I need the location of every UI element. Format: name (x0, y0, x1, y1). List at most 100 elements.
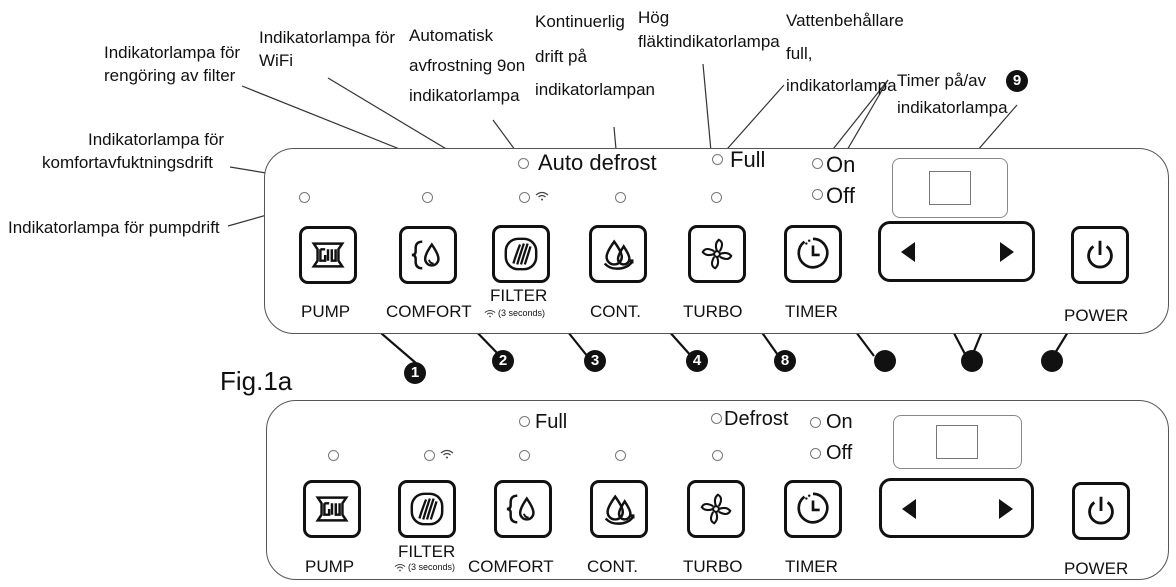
label-auto-defrost: Auto defrost (538, 150, 657, 175)
marker-8: 8 (774, 350, 796, 372)
annotation-wifi-lamp-2: WiFi (259, 51, 293, 70)
label2-filter: FILTER (398, 542, 456, 561)
label-power: POWER (1064, 306, 1129, 325)
annotation-defrost-lamp-1: Automatisk (409, 26, 494, 45)
arrow-left-icon[interactable] (899, 241, 917, 263)
comfort-icon (409, 236, 447, 274)
annotation-wifi-lamp-1: Indikatorlampa för (259, 28, 396, 47)
wifi-small-icon-2 (394, 563, 406, 572)
annotation-cont-lamp-3: indikatorlampan (535, 80, 656, 99)
label2-power: POWER (1064, 559, 1129, 578)
marker-dot-1 (874, 350, 896, 372)
arrow-left-icon[interactable] (900, 498, 918, 520)
annotation-timer-lamp-2: indikatorlampa (897, 98, 1008, 117)
lamp2-defrost (711, 413, 722, 424)
annotation-defrost-lamp-2: avfrostning 9on (409, 56, 526, 75)
marker-9-top: 9 (1006, 70, 1028, 92)
marker-3: 3 (584, 350, 606, 372)
arrow-buttons-2[interactable] (879, 478, 1034, 538)
label2-cont: CONT. (587, 557, 638, 576)
wifi-icon (535, 191, 549, 201)
label-filter: FILTER (490, 286, 548, 305)
label-turbo: TURBO (683, 302, 743, 321)
display-screen-2 (936, 425, 978, 459)
lamp-comfort (422, 192, 433, 203)
label2-on: On (826, 411, 853, 433)
cont-button[interactable] (589, 225, 647, 283)
arrow-right-icon[interactable] (997, 498, 1015, 520)
comfort-button-2[interactable] (494, 480, 552, 538)
arrow-right-icon[interactable] (998, 241, 1016, 263)
wifi-small-icon (484, 309, 496, 318)
lamp-full (712, 154, 723, 165)
marker-dot-2 (961, 350, 983, 372)
label-cont: CONT. (590, 302, 641, 321)
turbo-icon (697, 490, 735, 528)
wifi-icon-2 (440, 449, 454, 459)
lamp-filter (519, 192, 530, 203)
label-comfort: COMFORT (386, 302, 472, 321)
marker-4: 4 (686, 350, 708, 372)
annotation-comfort-lamp-1: Indikatorlampa för (88, 130, 225, 149)
lamp-turbo (711, 192, 722, 203)
pump-button[interactable] (299, 226, 357, 284)
label2-filter-sub: (3 seconds) (408, 562, 456, 572)
marker-2: 2 (492, 350, 514, 372)
label2-comfort: COMFORT (468, 557, 554, 576)
cont-icon (599, 235, 637, 273)
turbo-button-2[interactable] (687, 480, 745, 538)
cont-button-2[interactable] (590, 480, 648, 538)
leader-full (719, 84, 785, 158)
filter-icon (408, 490, 446, 528)
timer-icon (794, 490, 832, 528)
timer-button[interactable] (784, 225, 842, 283)
label-timer: TIMER (785, 302, 838, 321)
label2-defrost: Defrost (724, 408, 789, 430)
figure-label: Fig.1a (220, 366, 293, 396)
annotation-comfort-lamp-2: komfortavfuktningsdrift (42, 153, 214, 172)
timer-icon (794, 235, 832, 273)
turbo-button[interactable] (688, 225, 746, 283)
annotation-cont-lamp-2: drift på (535, 47, 587, 66)
label-on: On (826, 152, 856, 177)
marker-dot-3 (1041, 350, 1063, 372)
annotation-filter-lamp-1: Indikatorlampa för (104, 43, 241, 62)
label-off: Off (826, 183, 855, 208)
power-icon (1081, 236, 1119, 274)
label-filter-sub: (3 seconds) (498, 308, 546, 318)
timer-button-2[interactable] (784, 480, 842, 538)
annotation-turbo-lamp-2: fläktindikatorlampa (638, 32, 780, 51)
lamp2-cont (615, 450, 626, 461)
lamp2-timer-on (810, 417, 821, 428)
label-pump: PUMP (301, 302, 351, 321)
filter-button-2[interactable] (398, 480, 456, 538)
comfort-button[interactable] (399, 226, 457, 284)
label-full: Full (730, 147, 766, 172)
lamp2-full (519, 416, 530, 427)
lamp-pump (299, 192, 310, 203)
annotation-full-lamp-3: indikatorlampa (786, 76, 897, 95)
display-window (892, 158, 1008, 218)
lamp-auto-defrost (518, 158, 529, 169)
power-icon (1082, 492, 1120, 530)
lamp2-timer-off (810, 448, 821, 459)
annotation-cont-lamp-1: Kontinuerlig (535, 12, 625, 31)
label2-timer: TIMER (785, 557, 838, 576)
label2-full: Full (535, 411, 568, 433)
filter-button[interactable] (492, 225, 550, 283)
comfort-icon (504, 490, 542, 528)
display-screen (929, 171, 971, 205)
pump-button-2[interactable] (303, 480, 361, 538)
annotation-full-lamp-2: full, (786, 44, 813, 63)
arrow-buttons[interactable] (878, 221, 1035, 282)
power-button-2[interactable] (1072, 482, 1130, 540)
annotation-filter-lamp-2: rengöring av filter (104, 66, 236, 85)
annotation-pump-lamp: Indikatorlampa för pumpdrift (8, 218, 220, 237)
power-button[interactable] (1071, 226, 1129, 284)
annotation-turbo-lamp-1: Hög (638, 8, 670, 27)
annotation-full-lamp-1: Vattenbehållare (786, 11, 904, 30)
label2-off: Off (826, 442, 853, 464)
annotation-timer-lamp-1: Timer på/av (897, 71, 987, 90)
label2-pump: PUMP (305, 557, 355, 576)
pump-icon (309, 236, 347, 274)
